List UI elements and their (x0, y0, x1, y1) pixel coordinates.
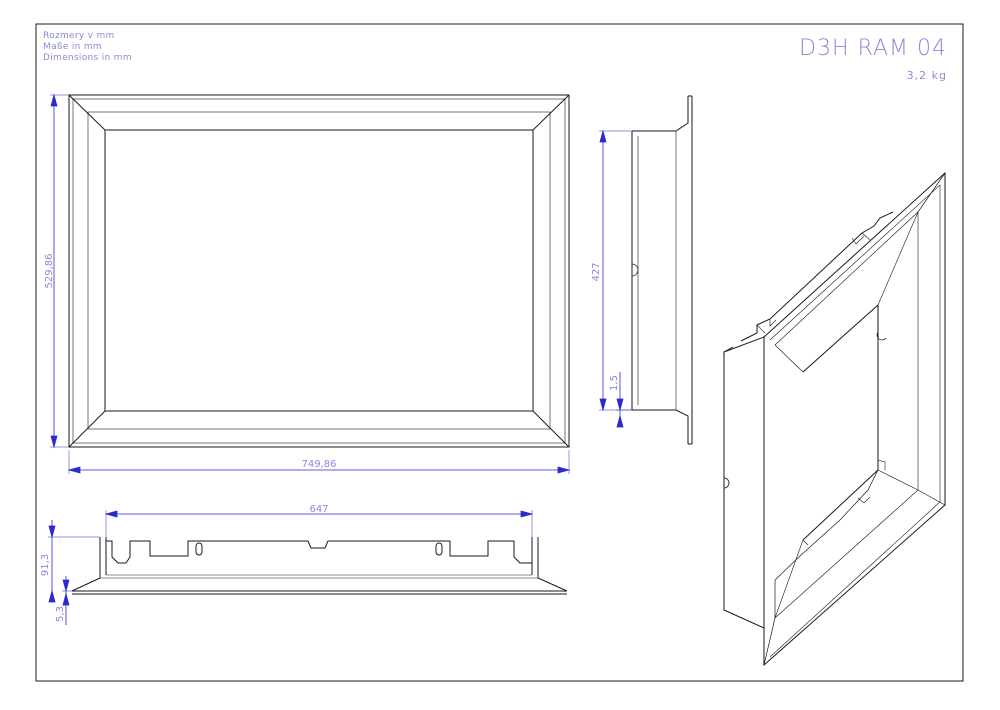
front-dimensions (50, 93, 571, 474)
front-width-label: 749,86 (302, 459, 337, 470)
bottom-dimensions (48, 510, 534, 625)
bottom-width-label: 647 (309, 504, 328, 515)
bottom-flange-label: 5,3 (55, 606, 66, 622)
units-note-line-2: Maße in mm (43, 42, 102, 52)
part-weight: 3,2 kg (906, 69, 947, 82)
side-view (631, 95, 693, 445)
side-height-label: 427 (591, 262, 602, 281)
bottom-depth-label: 91,3 (40, 554, 51, 576)
units-note: Rozmery v mm Maße in mm Dimensions in mm (43, 31, 132, 64)
part-title: D3H RAM 04 (799, 36, 947, 61)
side-dimensions (599, 129, 632, 428)
front-view (68, 94, 570, 448)
front-height-label: 529,86 (44, 254, 55, 289)
drawing-border (35, 23, 964, 682)
isometric-view (723, 171, 946, 667)
units-note-line-1: Rozmery v mm (43, 31, 115, 41)
bottom-view (71, 537, 568, 595)
side-flange-label: 1,5 (609, 375, 620, 391)
units-note-line-3: Dimensions in mm (43, 53, 132, 63)
